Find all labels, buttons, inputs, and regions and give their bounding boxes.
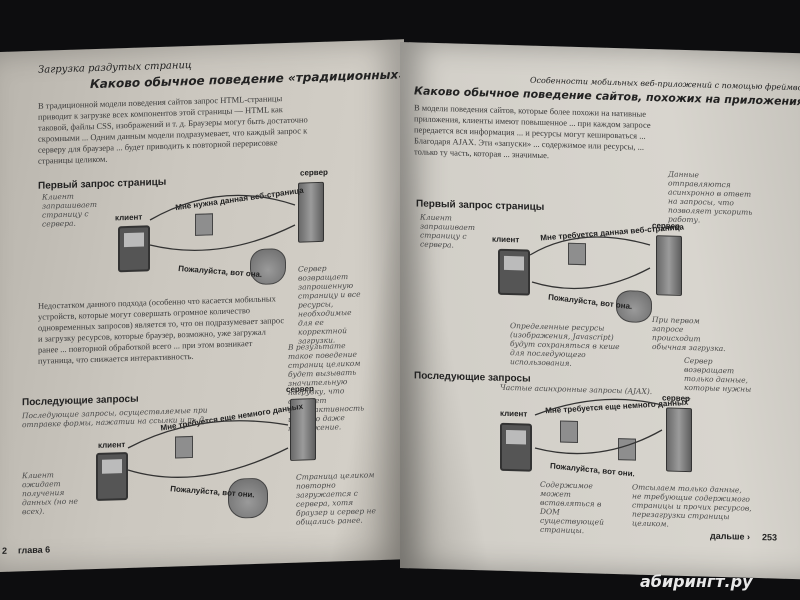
right-request-arrow (529, 236, 651, 256)
left-request-arrow-2 (127, 420, 289, 449)
right-response-arrow-2 (534, 429, 663, 455)
watermark: абирингт.ру (640, 572, 753, 591)
right-request-arrow-2 (534, 398, 663, 416)
right-response-arrow (531, 267, 651, 290)
left-response-arrow (149, 224, 296, 251)
left-response-arrow-2 (127, 447, 289, 478)
left-request-arrow (149, 194, 296, 221)
